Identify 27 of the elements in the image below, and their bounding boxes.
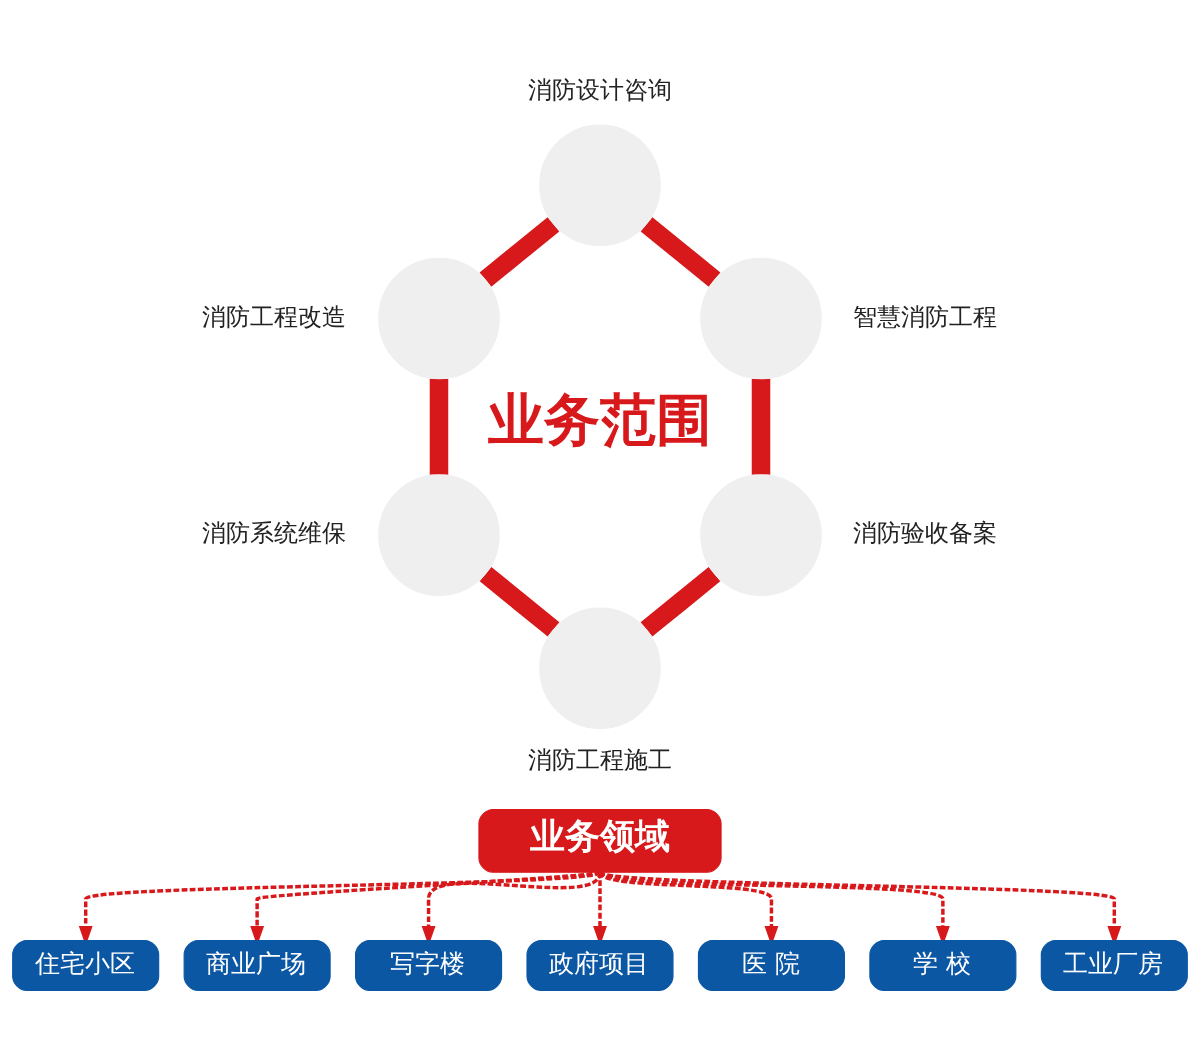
node-box: 学 校 [869,939,1017,991]
node-box: 业务领域 [478,808,722,873]
connector [751,378,771,475]
connector [479,566,560,637]
label: 业务范围 [488,386,713,452]
node-label: 智慧消防工程 [853,301,998,331]
node-circle [539,124,661,246]
node-box: 商业广场 [183,939,331,991]
node-box: 写字楼 [355,939,503,991]
node-label: 消防工程施工 [528,744,672,774]
node-box: 住宅小区 [12,939,160,991]
node-label: 消防系统维保 [202,517,347,547]
node-circle [539,607,661,729]
connector [479,216,560,287]
node-label: 消防设计咨询 [528,74,672,104]
node-circle [378,257,500,379]
node-box: 工业厂房 [1040,939,1188,991]
node-box: 政府项目 [526,939,674,991]
node-label: 消防验收备案 [853,517,998,547]
node-circle [700,473,822,596]
node-circle [700,257,822,379]
connector [640,216,721,287]
node-box: 医 院 [697,939,845,991]
connector [429,378,449,475]
node-circle [378,473,500,596]
connector [640,566,721,637]
node-label: 消防工程改造 [202,301,347,331]
